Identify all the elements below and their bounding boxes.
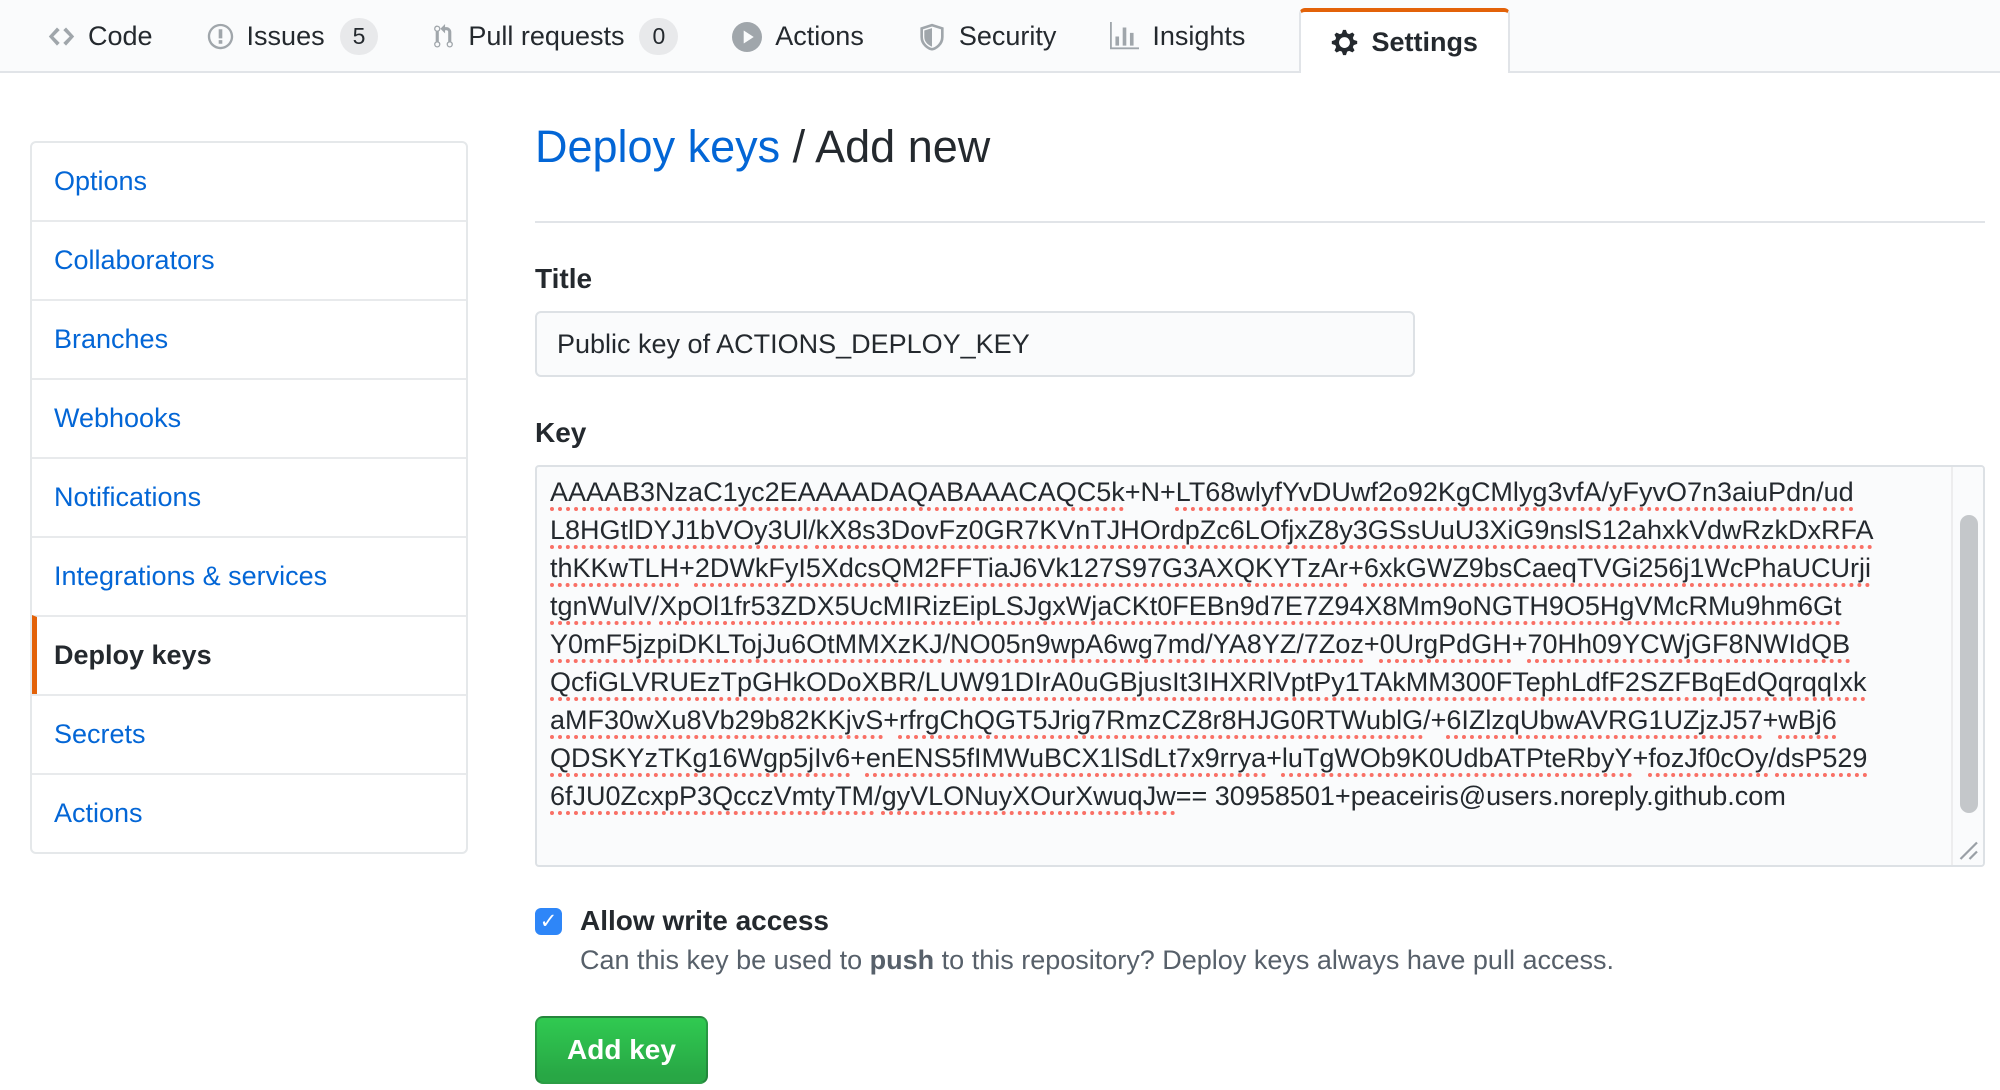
key-line: QcfiGLVRUEzTpGHkODoXBR/LUW91DIrA0uGBjusI…: [550, 667, 1867, 697]
scrollbar-thumb[interactable]: [1960, 515, 1978, 813]
sidebar-item-collaborators[interactable]: Collaborators: [32, 220, 466, 299]
tab-insights[interactable]: Insights: [1110, 0, 1245, 73]
code-icon: [48, 22, 75, 51]
tab-actions[interactable]: Actions: [732, 0, 864, 73]
git-pull-request-icon: [434, 24, 454, 48]
resize-handle-icon[interactable]: [1956, 838, 1980, 862]
sidebar-item-secrets[interactable]: Secrets: [32, 694, 466, 773]
key-line: 6fJU0ZcxpP3QcczVmtyTM/gyVLONuyXOurXwuqJw…: [550, 781, 1786, 811]
allow-write-access-note: Can this key be used to push to this rep…: [580, 945, 1985, 976]
sidebar-item-integrations-services[interactable]: Integrations & services: [32, 536, 466, 615]
add-key-button[interactable]: Add key: [535, 1016, 708, 1084]
sidebar-item-deploy-keys[interactable]: Deploy keys: [32, 615, 466, 694]
key-line: QDSKYzTKg16Wgp5jIv6+enENS5fIMWuBCX1lSdLt…: [550, 743, 1868, 773]
code-icon: [48, 27, 75, 46]
tab-security[interactable]: Security: [918, 0, 1057, 73]
shield-icon: [918, 22, 946, 52]
note-text: to this repository? Deploy keys always h…: [934, 945, 1614, 975]
allow-write-access-label[interactable]: Allow write access: [580, 905, 830, 936]
tab-pull-requests[interactable]: Pull requests 0: [432, 0, 679, 73]
issue-opened-icon: [207, 22, 234, 51]
breadcrumb-separator: /: [780, 121, 816, 172]
tab-label: Insights: [1152, 21, 1246, 51]
play-icon: [732, 21, 763, 52]
key-line: thKKwTLH+2DWkFyI5XdcsQM2FFTiaJ6Vk127S97G…: [550, 553, 1871, 583]
title-input[interactable]: [535, 311, 1415, 377]
issue-opened-icon: [207, 23, 233, 50]
key-textarea[interactable]: AAAAB3NzaC1yc2EAAAADAQABAAACAQC5k+N+LT68…: [535, 465, 1985, 867]
breadcrumb-current: Add new: [815, 121, 991, 172]
sidebar-item-options[interactable]: Options: [54, 166, 148, 196]
graph-icon: [1110, 22, 1140, 50]
tab-label: Code: [88, 21, 153, 51]
gear-icon: [1332, 29, 1358, 56]
repo-tab-nav: Code Issues 5 Pull requests 0 Actions Security…: [0, 0, 2000, 73]
tab-count-badge: 5: [339, 18, 379, 55]
key-line: tgnWulV/XpOl1fr53ZDX5UcMIRizEipLSJgxWjaC…: [550, 591, 1842, 621]
key-textarea-scrollbar[interactable]: [1951, 467, 1983, 865]
sidebar-item-branches[interactable]: Branches: [32, 299, 466, 378]
tab-count-badge: 0: [639, 18, 679, 55]
tab-issues[interactable]: Issues 5: [207, 0, 379, 73]
git-pull-request-icon: [432, 24, 455, 49]
title-field-label: Title: [535, 263, 593, 294]
tab-label: Security: [958, 21, 1057, 51]
key-textarea-content: AAAAB3NzaC1yc2EAAAADAQABAAACAQC5k+N+LT68…: [537, 467, 1983, 815]
key-line: aMF30wXu8Vb29b82KKjvS+rfrgChQGT5Jrig7Rmz…: [550, 705, 1837, 735]
tab-code[interactable]: Code: [48, 0, 153, 73]
tab-label: Actions: [775, 21, 864, 51]
tab-label: Settings: [1371, 27, 1478, 57]
key-field-label: Key: [535, 417, 587, 448]
key-line: Y0mF5jzpiDKLTojJu6OtMMXzKJ/NO05n9wpA6wg7…: [550, 629, 1851, 659]
play-icon: [732, 21, 763, 53]
shield-icon: [920, 23, 944, 51]
deploy-keys-main: Deploy keys / Add new Title Key AAAAB3Nz…: [535, 118, 1985, 1084]
graph-icon: [1110, 21, 1140, 52]
key-line: L8HGtlDYJ1bVOy3Ul/kX8s3DovFz0GR7KVnTJHOr…: [550, 515, 1874, 545]
breadcrumb-deploy-keys-link[interactable]: Deploy keys: [535, 121, 781, 172]
tab-label: Issues: [246, 21, 325, 51]
tab-label: Pull requests: [468, 21, 625, 51]
note-push-text: push: [869, 945, 935, 975]
sidebar-item-notifications[interactable]: Notifications: [32, 457, 466, 536]
allow-write-access-checkbox[interactable]: ✓: [535, 907, 562, 935]
sidebar-item-actions[interactable]: Actions: [32, 773, 466, 852]
note-text: Can this key be used to: [580, 945, 870, 975]
tab-settings[interactable]: Settings: [1299, 8, 1510, 73]
page-title: Deploy keys / Add new: [535, 118, 1985, 175]
gear-icon: [1331, 28, 1358, 57]
allow-write-access-row: ✓ Allow write access: [535, 905, 1985, 937]
divider: [535, 221, 1985, 223]
key-line: AAAAB3NzaC1yc2EAAAADAQABAAACAQC5k+N+LT68…: [550, 477, 1854, 507]
sidebar-item-webhooks[interactable]: Webhooks: [32, 378, 466, 457]
